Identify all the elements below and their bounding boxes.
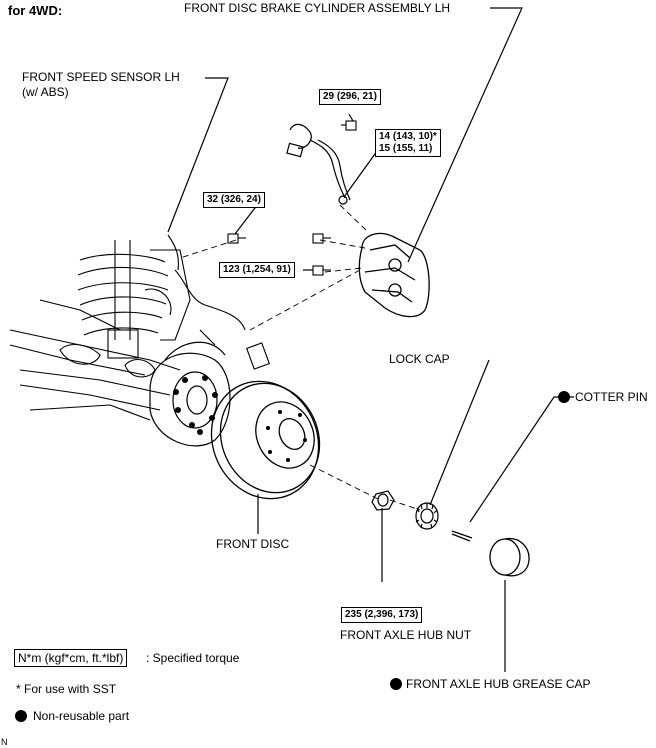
knuckle-assembly — [9, 234, 270, 421]
cotter-pin-shape — [451, 530, 473, 542]
strut-spring — [77, 240, 169, 359]
label-lock-cap: LOCK CAP — [389, 352, 450, 366]
front-axle-hub — [149, 329, 231, 447]
torque-sst-value: 14 (143, 10)* — [379, 131, 437, 142]
disc-holes — [266, 410, 307, 462]
torque-box-sensor-bolt: 32 (326, 24) — [203, 192, 265, 208]
leader-lock-cap — [429, 359, 490, 506]
nonreusable-marker-grease-cap — [390, 678, 402, 690]
page-title: for 4WD: — [8, 3, 63, 18]
label-cotter-pin: COTTER PIN — [575, 390, 648, 404]
front-disc-shape — [210, 380, 321, 500]
leader-cotter-pin — [469, 396, 574, 523]
brake-caliper-shape — [358, 232, 430, 318]
torque-spec-value: 15 (155, 11) — [379, 143, 433, 154]
legend-nonreusable-icon — [15, 710, 27, 722]
label-speed-sensor-note: (w/ ABS) — [22, 85, 69, 99]
legend-unit-description: : Specified torque — [146, 651, 240, 665]
bolts — [227, 120, 357, 276]
label-speed-sensor: FRONT SPEED SENSOR LH — [22, 70, 180, 84]
torque-box-hose-bolt: 29 (296, 21) — [319, 89, 381, 105]
nonreusable-marker-cotter-pin — [558, 391, 570, 403]
torque-box-hose-union: 14 (143, 10)* 15 (155, 11) — [375, 129, 441, 157]
legend-sst-note: * For use with SST — [16, 682, 117, 696]
torque-box-hub-nut: 235 (2,396, 173) — [341, 607, 423, 623]
label-brake-cylinder: FRONT DISC BRAKE CYLINDER ASSEMBLY LH — [184, 1, 451, 15]
label-grease-cap: FRONT AXLE HUB GREASE CAP — [406, 677, 591, 691]
legend-unit-box: N*m (kgf*cm, ft.*lbf) — [14, 649, 128, 667]
hub-nut-shape — [371, 490, 395, 511]
label-front-disc: FRONT DISC — [216, 537, 290, 551]
leader-speed-sensor — [167, 77, 229, 233]
grease-cap-shape — [489, 537, 530, 577]
legend-nonreusable-text: Non-reusable part — [33, 709, 130, 723]
figure-code: N — [1, 737, 8, 747]
leader-brake-cylinder — [407, 7, 523, 263]
lock-cap-shape — [415, 502, 439, 530]
torque-box-caliper-bolt: 123 (1,254, 91) — [219, 262, 295, 278]
brake-hose — [286, 123, 351, 205]
label-hub-nut: FRONT AXLE HUB NUT — [340, 628, 472, 642]
